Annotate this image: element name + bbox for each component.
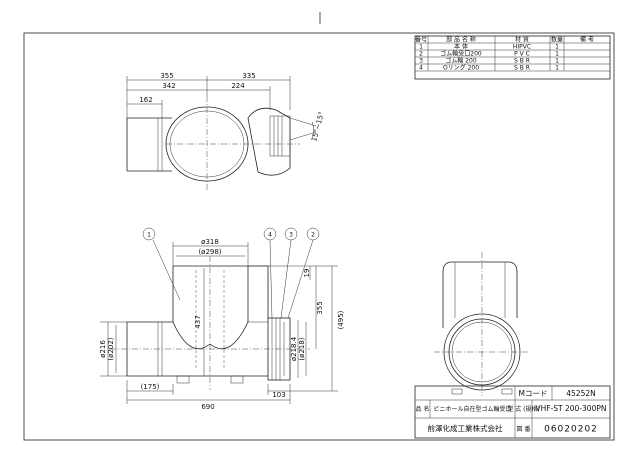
dim-front-298: (ø298) — [198, 248, 221, 256]
dim-front-318: ø318 — [201, 238, 219, 246]
top-view — [126, 76, 317, 190]
parts-row-1-material: HIPVC — [513, 44, 531, 51]
drawing-number: 06020202 — [544, 425, 598, 435]
parts-row-2-name: ゴム輪受口200 — [440, 50, 482, 58]
parts-row-1-name: 本 体 — [454, 43, 468, 51]
model-label: 型 式 (規格) — [507, 405, 540, 413]
parts-row-3-material: S B R — [514, 58, 530, 65]
parts-header-name: 部 品 名 称 — [446, 36, 476, 44]
parts-row-1-qty: 1 — [555, 44, 559, 51]
dim-front-175: (175) — [141, 383, 160, 391]
parts-header-qty: 数量 — [551, 36, 563, 44]
balloon-1: 1 — [147, 232, 151, 239]
parts-row-3-qty: 1 — [555, 58, 559, 65]
dim-top-162: 162 — [139, 96, 152, 104]
parts-row-4-no: 4 — [419, 65, 423, 72]
dim-front-103: 103 — [272, 391, 285, 399]
dim-top-335: 335 — [242, 72, 255, 80]
product-name: ビニホール自在型ゴム輪受口 — [433, 405, 511, 413]
dim-front-355: 355 — [316, 301, 324, 314]
parts-header-no: 番号 — [415, 37, 427, 44]
drawing-frame — [23, 32, 615, 441]
model-value: VHF-ST 200-300PN — [536, 404, 607, 413]
parts-row-3-no: 3 — [419, 58, 423, 65]
balloon-4: 4 — [268, 232, 272, 239]
dim-front-19: 19 — [303, 269, 311, 278]
code-value: 45252N — [566, 389, 595, 398]
parts-row-4-name: Oリング 200 — [443, 64, 479, 72]
front-view — [100, 239, 338, 404]
drawing-label: 図 番 — [517, 426, 531, 433]
dim-top-342: 342 — [162, 82, 175, 90]
parts-row-2-no: 2 — [419, 51, 423, 58]
dim-front-218-4: ø218.4 — [290, 336, 298, 361]
parts-header-material: 材 質 — [515, 36, 529, 44]
side-view — [434, 252, 530, 396]
dim-front-437: 437 — [194, 315, 202, 328]
dim-front-202: (ø202) — [107, 337, 115, 360]
parts-header-remarks: 備 考 — [580, 36, 594, 44]
dim-front-218: (ø218) — [298, 337, 306, 360]
code-label: Mコード — [519, 389, 548, 398]
dim-front-495: (495) — [337, 310, 345, 329]
dim-top-355: 355 — [160, 72, 173, 80]
part-balloons — [142, 227, 320, 241]
company-name: 前澤化成工業株式会社 — [428, 423, 503, 433]
parts-row-4-material: S B R — [514, 65, 530, 72]
name-label: 品 名 — [416, 405, 430, 413]
parts-row-1-no: 1 — [419, 44, 423, 51]
parts-row-2-material: P V C — [514, 51, 530, 58]
dim-top-angle: 15°~15° — [310, 111, 326, 143]
balloon-2: 2 — [311, 232, 315, 239]
dim-top-224: 224 — [231, 82, 245, 90]
dim-front-690: 690 — [201, 403, 214, 411]
parts-row-4-qty: 1 — [555, 65, 559, 72]
title-block — [414, 385, 611, 439]
parts-row-3-name: ゴム輪 200 — [445, 57, 477, 65]
dim-front-216: ø216 — [99, 340, 107, 358]
parts-table: 番号 部 品 名 称 材 質 数量 備 考 1 本 体 HIPVC 1 2 ゴム… — [414, 36, 611, 80]
balloon-3: 3 — [289, 232, 293, 239]
parts-row-2-qty: 1 — [555, 51, 559, 58]
